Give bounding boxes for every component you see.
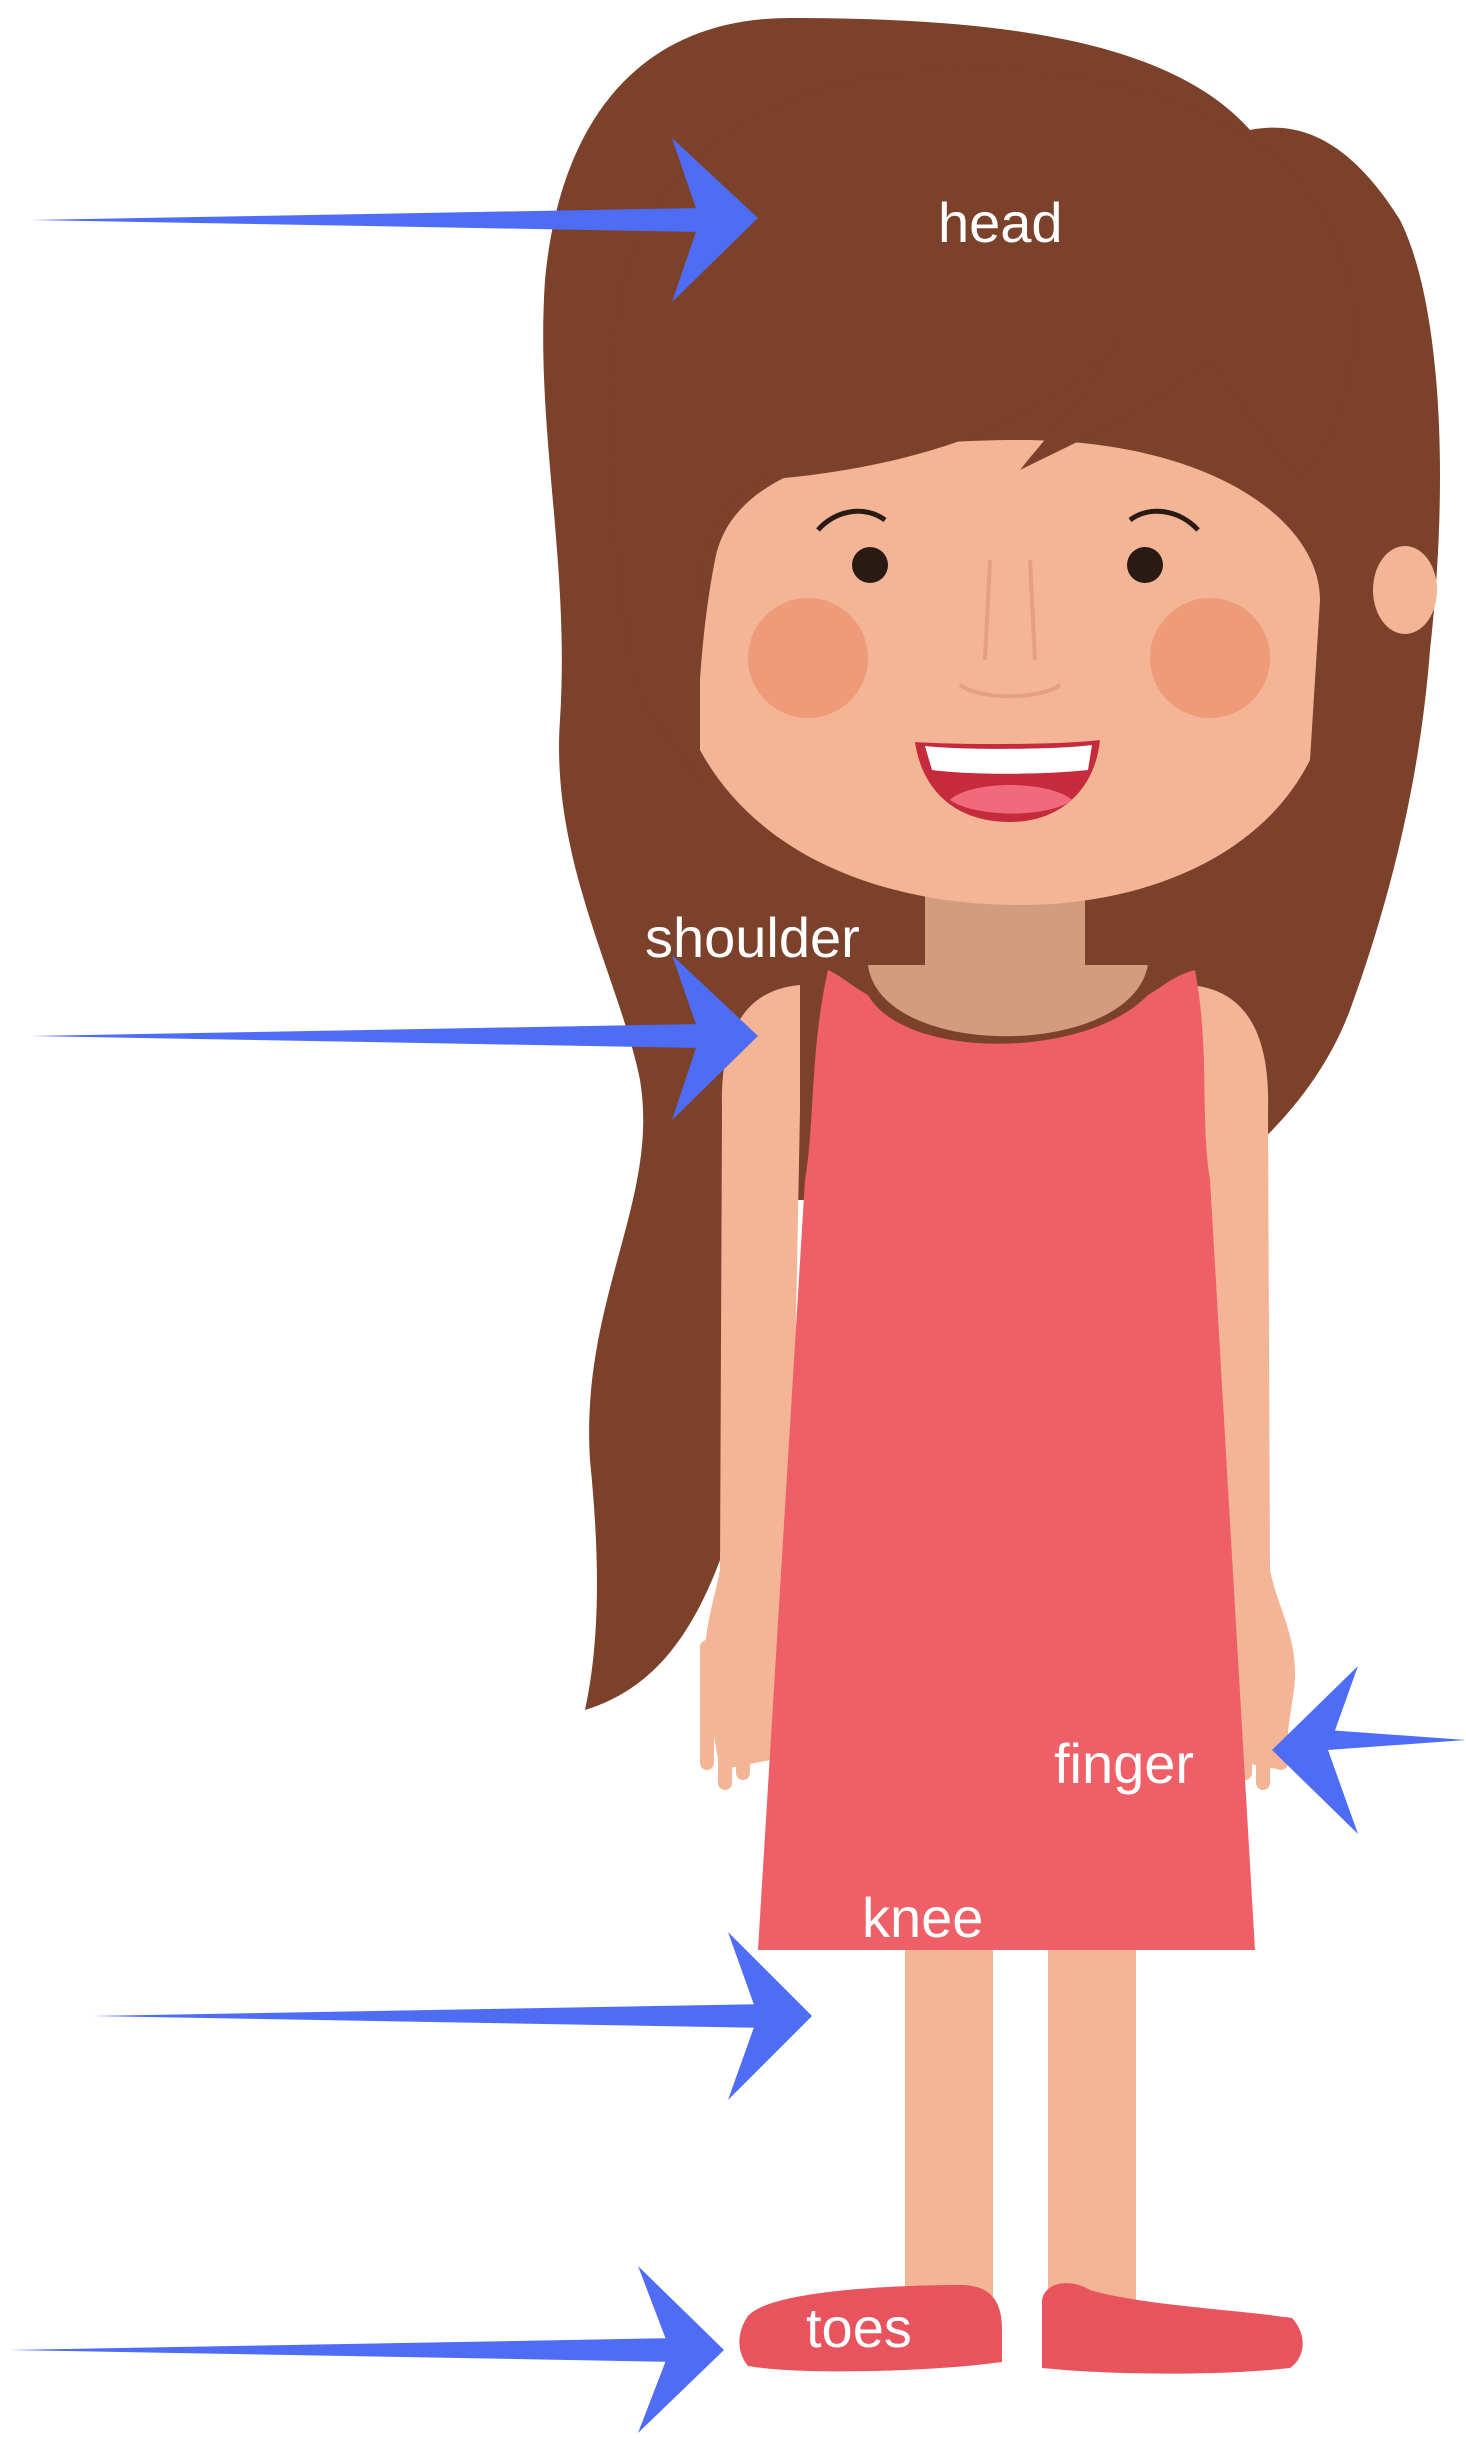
arrow-knee [92, 1932, 812, 2100]
label-head: head [938, 195, 1063, 251]
right-shoe [1042, 2283, 1303, 2373]
right-eye [1127, 547, 1163, 583]
label-toes: toes [806, 2300, 912, 2356]
right-cheek [1150, 598, 1270, 718]
arrow-toes [10, 2266, 724, 2433]
ear [1373, 546, 1437, 634]
label-finger: finger [1054, 1736, 1194, 1792]
teeth [925, 745, 1092, 774]
left-leg [905, 1940, 993, 2320]
dress [758, 970, 1255, 1950]
right-leg [1048, 1940, 1136, 2320]
label-shoulder: shoulder [645, 910, 860, 966]
label-knee: knee [862, 1890, 983, 1946]
left-cheek [748, 598, 868, 718]
left-eye [852, 547, 888, 583]
arrow-finger [1272, 1666, 1466, 1834]
